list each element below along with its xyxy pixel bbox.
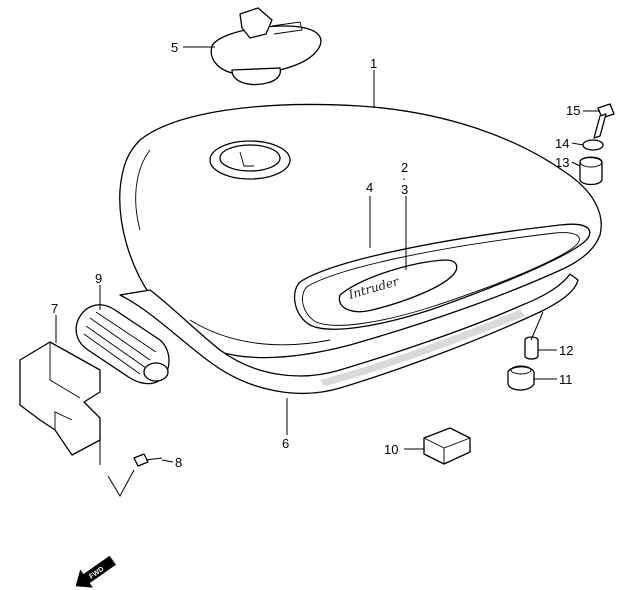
callout-11: 11 [559,372,573,387]
fwd-label: FWD [88,566,105,581]
callout-1: 1 [370,56,377,71]
callout-3: 3 [401,182,408,197]
callout-4: 4 [366,180,373,195]
callout-7: 7 [51,301,58,316]
collar-12 [524,336,539,360]
callout-10: 10 [384,442,398,457]
cushion-13 [579,156,603,186]
leader-lines [55,46,600,498]
cushion-11 [507,365,535,391]
bolt-8 [133,453,163,467]
callout-2: 2 [401,160,408,175]
tank-trim-strip [119,273,579,394]
forward-arrow-icon: FWD [75,555,116,588]
callout-8: 8 [175,455,182,470]
washer-14 [582,139,604,151]
callout-12: 12 [559,343,573,358]
callout-6: 6 [282,436,289,451]
callout-9: 9 [95,271,102,286]
pad-10 [423,427,471,465]
callouts: 5 1 2 · 3 4 15 14 13 9 7 12 11 6 10 8 [51,40,580,470]
fuel-tank: Intruder [119,103,602,359]
tank-bracket [19,341,101,456]
callout-14: 14 [555,136,569,151]
fuel-cap [210,7,322,86]
callout-13: 13 [555,155,569,170]
callout-2-dot: · [402,171,406,186]
callout-15: 15 [566,103,580,118]
bolt-15 [593,103,615,139]
tank-cushion [75,304,170,385]
callout-5: 5 [171,40,178,55]
